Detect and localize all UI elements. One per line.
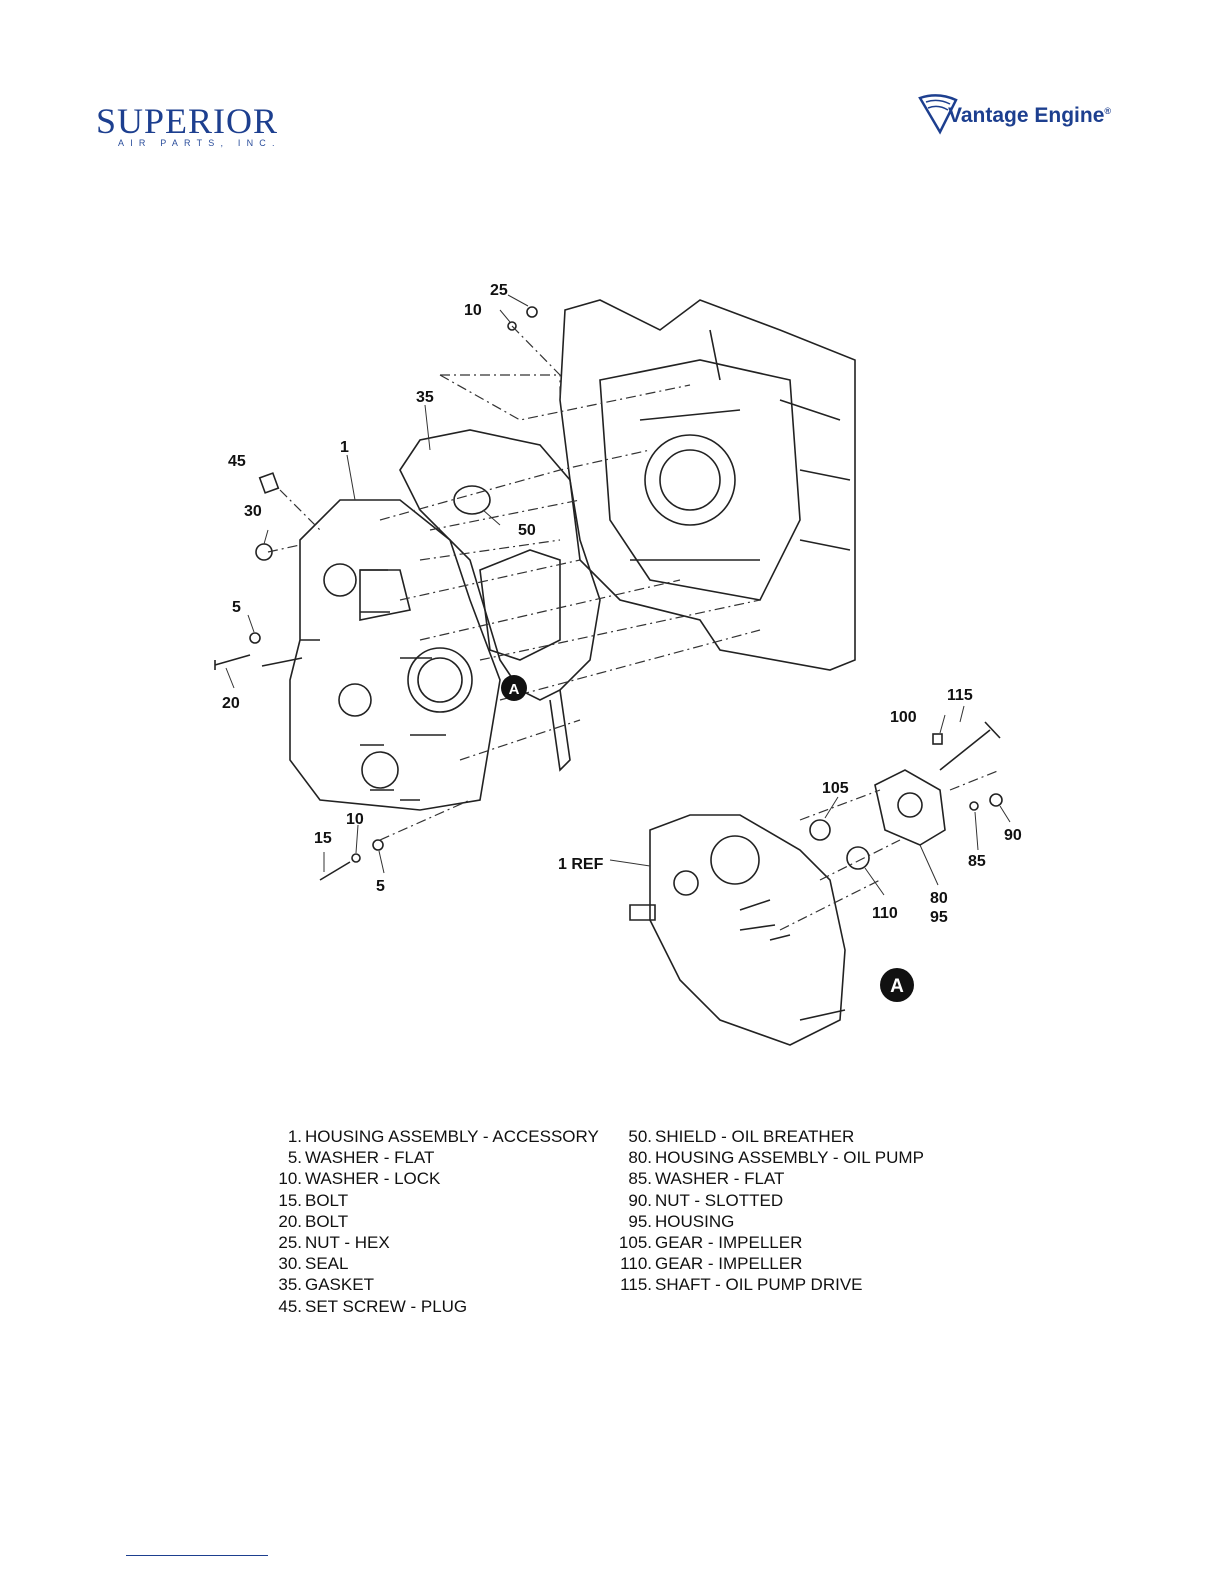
legend-item: 95.HOUSING: [628, 1211, 735, 1231]
callout-a-main: A: [509, 681, 520, 698]
gear-105: [809, 819, 831, 841]
callout-90: 90: [1004, 827, 1022, 844]
detail-a-marker-main: [501, 675, 527, 701]
oil-pump-housing-80: [874, 769, 946, 846]
parts-legend-right: 50.SHIELD - OIL BREATHER 80.HOUSING ASSE…: [612, 1126, 924, 1296]
diagram-linework: [214, 299, 856, 881]
legend-item: 35.GASKET: [278, 1275, 374, 1295]
oil-pump-housing: [479, 549, 561, 661]
callout-15: 15: [314, 830, 332, 847]
nut-100: [932, 733, 943, 745]
detail-a-centerlines: [779, 769, 1001, 931]
superior-logo-subtext: AIR PARTS, INC.: [118, 138, 281, 148]
legend-item: 10.WASHER - LOCK: [278, 1169, 441, 1189]
legend-item: 15.BOLT: [278, 1190, 349, 1210]
legend-item: 25.NUT - HEX: [278, 1233, 390, 1253]
accessory-housing-outline: [289, 499, 501, 811]
callout-45: 45: [228, 453, 246, 470]
legend-item: 85.WASHER - FLAT: [628, 1169, 785, 1189]
callout-115: 115: [947, 687, 973, 704]
vantage-swoosh-icon: [918, 94, 958, 135]
leader-lines: [225, 294, 1011, 896]
assembly-centerlines: [267, 325, 761, 841]
legend-item: 90.NUT - SLOTTED: [628, 1190, 784, 1210]
callout-110: 110: [872, 905, 898, 922]
washer-5: [249, 632, 261, 644]
washer-85: [969, 801, 979, 811]
detail-a-housing: [649, 814, 846, 1046]
vantage-engine-logo: Vantage Engine®: [918, 92, 1133, 142]
legend-item: 80.HOUSING ASSEMBLY - OIL PUMP: [628, 1148, 924, 1168]
superior-logo: SUPERIOR AIR PARTS, INC.: [96, 100, 326, 156]
legend-item: 5.WASHER - FLAT: [287, 1148, 435, 1168]
bolt-15: [319, 861, 351, 881]
callout-50: 50: [518, 522, 536, 539]
exploded-parts-diagram: A A 25 10 35 1 45 30 50 5 20 10 15 5 115…: [214, 282, 1022, 1046]
legend-item: 1.HOUSING ASSEMBLY - ACCESSORY: [287, 1127, 599, 1146]
washer-10: [507, 321, 517, 331]
detail-a-linework: [629, 721, 1003, 1046]
callout-20: 20: [222, 695, 240, 712]
legend-item: 30.SEAL: [278, 1254, 349, 1274]
legend-item: 110.GEAR - IMPELLER: [620, 1254, 803, 1274]
legend-item: 105.GEAR - IMPELLER: [618, 1233, 803, 1253]
legend-item: 50.SHIELD - OIL BREATHER: [628, 1127, 855, 1146]
nut-90: [989, 793, 1003, 807]
callout-25: 25: [490, 282, 508, 299]
vantage-logo-text: Vantage Engine®: [948, 104, 1112, 127]
callout-1-ref: 1 REF: [558, 856, 604, 873]
legend-item: 45.SET SCREW - PLUG: [278, 1296, 468, 1316]
callout-a-detail: A: [890, 976, 904, 997]
oil-breather-shield: [453, 485, 491, 515]
callout-105: 105: [822, 780, 849, 797]
detail-a-marker-detail: [880, 968, 914, 1002]
set-screw-45: [258, 472, 280, 494]
callout-1: 1: [340, 439, 349, 456]
legend-item: 115.SHAFT - OIL PUMP DRIVE: [620, 1275, 863, 1295]
superior-logo-text: SUPERIOR: [96, 101, 279, 141]
legend-item: 20.BOLT: [278, 1211, 349, 1231]
callout-10-top: 10: [464, 302, 482, 319]
callout-35: 35: [416, 389, 434, 406]
callout-5-left: 5: [232, 599, 241, 616]
nut-25: [526, 306, 538, 318]
gasket-outline: [399, 429, 601, 701]
footer-rule: [126, 1555, 268, 1556]
callout-100: 100: [890, 709, 917, 726]
crankcase-detail: [599, 359, 801, 601]
parts-legend-left: 1.HOUSING ASSEMBLY - ACCESSORY 5.WASHER …: [262, 1126, 599, 1317]
engine-crankcase-outline: [559, 299, 856, 671]
bolt-20: [214, 654, 251, 670]
callout-5-bottom: 5: [376, 878, 385, 895]
crankcase-bore: [644, 434, 736, 526]
callout-10-bottom: 10: [346, 811, 364, 828]
callout-85: 85: [968, 853, 986, 870]
callout-80: 80: [930, 890, 948, 907]
callout-30: 30: [244, 503, 262, 520]
callout-95: 95: [930, 909, 948, 926]
shaft-115: [939, 721, 1001, 771]
gear-110: [846, 846, 870, 870]
